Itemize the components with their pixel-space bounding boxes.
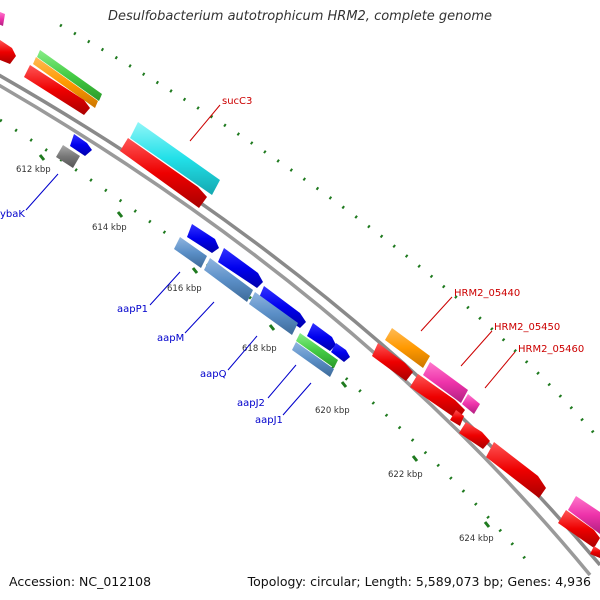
gene-label-ybak[interactable]: ybaK <box>0 209 25 220</box>
gene-feature[interactable] <box>385 328 430 368</box>
gene-feature[interactable] <box>296 333 338 368</box>
gene-feature[interactable] <box>307 323 336 351</box>
tick-track-inner <box>0 118 537 571</box>
major-ticks <box>38 154 491 528</box>
gene-label-hrm2-05450[interactable]: HRM2_05450 <box>494 322 560 333</box>
gene-feature[interactable] <box>423 362 468 403</box>
gene-callouts <box>25 104 516 416</box>
gene-feature[interactable] <box>258 286 306 328</box>
gene-label-aapm[interactable]: aapM <box>157 333 184 344</box>
gene-feature[interactable] <box>187 224 219 253</box>
gene-feature[interactable] <box>0 40 16 64</box>
map-title: Desulfobacterium autotrophicum HRM2, com… <box>107 9 493 24</box>
tick-label-612: 612 kbp <box>16 165 51 175</box>
accession-text: Accession: NC_012108 <box>9 574 152 589</box>
gene-feature[interactable] <box>37 50 102 101</box>
gene-feature[interactable] <box>249 292 298 335</box>
gene-features <box>0 12 600 558</box>
gene-feature[interactable] <box>204 258 253 302</box>
genome-summary-text: Topology: circular; Length: 5,589,073 bp… <box>247 574 591 589</box>
tick-track-outer <box>59 23 600 441</box>
gene-label-aapj1[interactable]: aapJ1 <box>255 415 283 426</box>
tick-label-622: 622 kbp <box>388 470 423 480</box>
tick-label-616: 616 kbp <box>167 284 202 294</box>
tick-label-620: 620 kbp <box>315 406 350 416</box>
gene-feature[interactable] <box>558 510 600 548</box>
gene-feature[interactable] <box>70 134 92 156</box>
gene-feature[interactable] <box>56 145 80 168</box>
gene-feature[interactable] <box>462 394 480 414</box>
gene-feature[interactable] <box>410 374 465 420</box>
gene-label-aapp1[interactable]: aapP1 <box>117 304 148 315</box>
gene-label-aapj2[interactable]: aapJ2 <box>237 398 265 409</box>
gene-feature[interactable] <box>568 496 600 534</box>
gene-feature[interactable] <box>218 248 263 288</box>
gene-feature[interactable] <box>292 342 334 377</box>
gene-label-hrm2-05440[interactable]: HRM2_05440 <box>454 288 520 299</box>
gene-feature[interactable] <box>450 410 464 426</box>
gene-feature[interactable] <box>33 57 98 108</box>
gene-label-aapq[interactable]: aapQ <box>200 369 227 380</box>
gene-feature[interactable] <box>130 122 220 195</box>
tick-label-618: 618 kbp <box>242 344 277 354</box>
gene-feature[interactable] <box>372 343 413 381</box>
tick-label-624: 624 kbp <box>459 534 494 544</box>
gene-label-hrm2-05460[interactable]: HRM2_05460 <box>518 344 584 355</box>
tick-label-614: 614 kbp <box>92 223 127 233</box>
gene-feature[interactable] <box>120 138 207 208</box>
gene-label-succ3[interactable]: sucC3 <box>222 96 252 107</box>
gene-feature[interactable] <box>24 65 90 115</box>
gene-feature[interactable] <box>486 442 546 498</box>
gene-feature[interactable] <box>174 237 207 268</box>
gene-feature[interactable] <box>331 343 350 362</box>
genome-backbone-inner <box>0 83 592 577</box>
gene-feature[interactable] <box>590 546 600 558</box>
gene-feature[interactable] <box>459 422 490 449</box>
gene-feature[interactable] <box>0 12 5 26</box>
